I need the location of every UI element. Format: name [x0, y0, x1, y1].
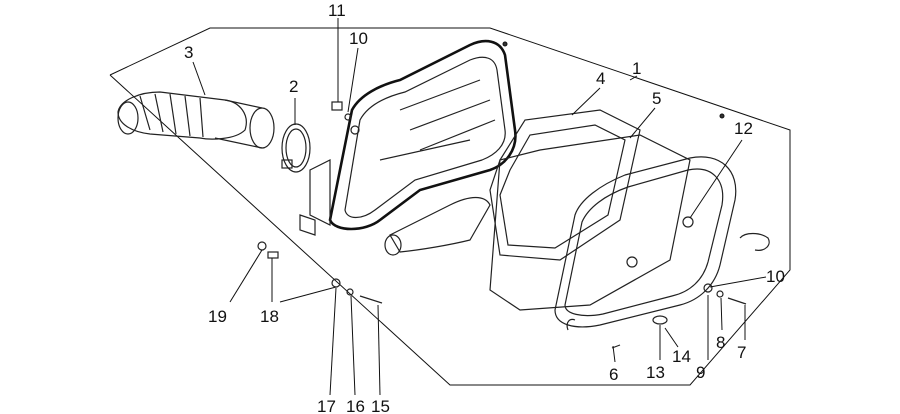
callout-6: 6: [609, 365, 618, 384]
callout-18: 18: [260, 307, 279, 326]
air-filter-rear-housing: [299, 39, 517, 236]
callout-9: 9: [696, 363, 705, 382]
callout-13: 13: [646, 363, 665, 382]
cover-gasket-part: [489, 134, 691, 311]
callout-12: 12: [734, 119, 753, 138]
callout-8: 8: [716, 333, 725, 352]
callout-2: 2: [289, 77, 298, 96]
callout-16: 16: [346, 397, 365, 414]
callout-5: 5: [652, 89, 661, 108]
callout-17: 17: [317, 397, 336, 414]
callout-labels: 1 2 3 4 5 6 7 8 9 10 10 11 12 13 14 15 1…: [184, 1, 785, 414]
callout-4: 4: [596, 69, 605, 88]
leader-lines: [192, 18, 767, 396]
callout-10-housing: 10: [349, 29, 368, 48]
callout-19: 19: [208, 307, 227, 326]
fasteners: [257, 101, 770, 349]
breather-tube-part: [384, 196, 491, 256]
filter-element-part: [489, 109, 641, 261]
callout-7: 7: [737, 343, 746, 362]
callout-15: 15: [371, 397, 390, 414]
callout-1: 1: [632, 59, 641, 78]
air-filter-front-cover: [554, 113, 737, 328]
callout-10-cover: 10: [766, 267, 785, 286]
callout-11: 11: [328, 1, 346, 20]
callout-3: 3: [184, 43, 193, 62]
intake-duct-part: [117, 91, 275, 149]
callout-14: 14: [672, 347, 691, 366]
hose-clamp-part: [281, 123, 311, 173]
assembly-frame: [109, 27, 791, 386]
